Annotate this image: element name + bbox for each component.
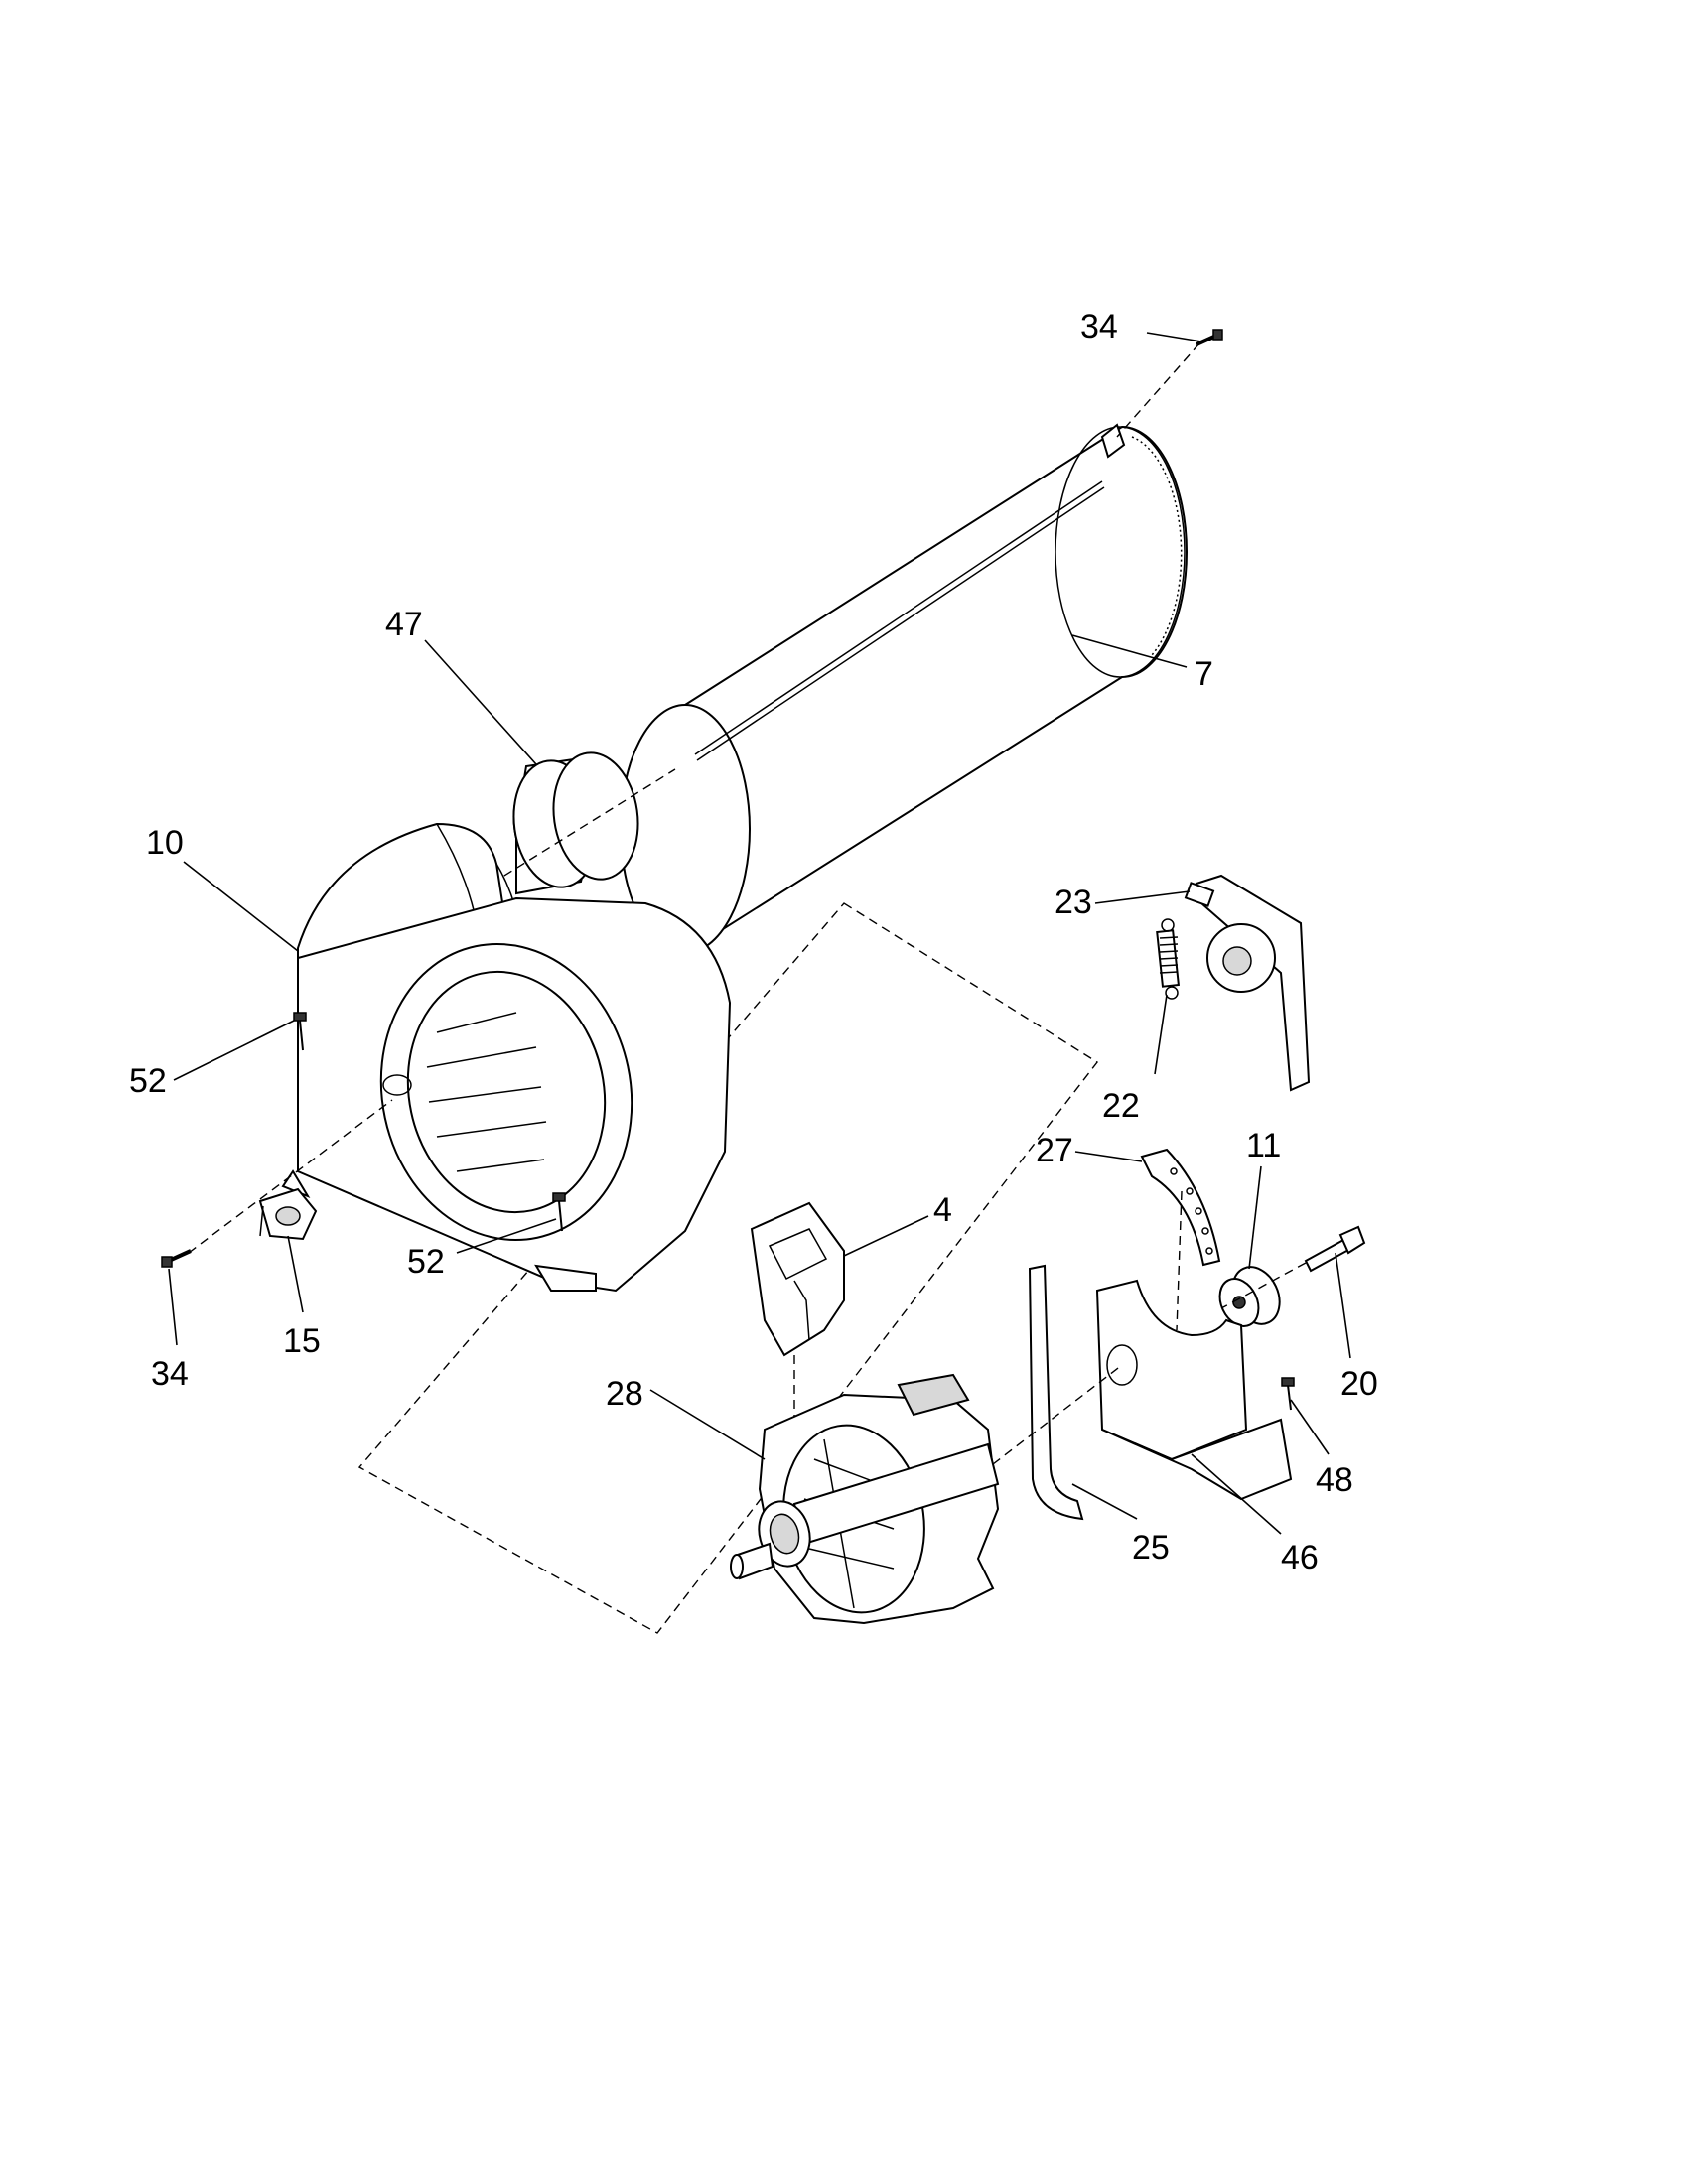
callout-28: 28	[606, 1375, 643, 1413]
part-34-screw-upper	[1196, 329, 1223, 346]
callout-47: 47	[385, 606, 423, 643]
part-10-blower-housing	[281, 822, 732, 1293]
callout-15: 15	[283, 1322, 321, 1360]
part-7-exhaust-duct	[620, 423, 1188, 955]
callout-27: 27	[1036, 1132, 1073, 1169]
callout-46: 46	[1281, 1539, 1319, 1576]
callout-52-lower: 52	[407, 1243, 445, 1281]
part-11-idler-pulley	[1218, 1266, 1281, 1327]
assembly-axis-motor	[992, 1364, 1123, 1465]
callout-20: 20	[1340, 1365, 1378, 1403]
callout-7: 7	[1195, 655, 1213, 693]
part-15-thermostat	[258, 1187, 318, 1241]
part-25-drive-belt	[1028, 1264, 1084, 1521]
part-48-screw	[1281, 1377, 1295, 1411]
callout-34-upper: 34	[1080, 308, 1118, 345]
part-47-duct-clamp-ring	[512, 751, 639, 895]
part-34-screw-lower	[161, 1249, 192, 1268]
callout-10: 10	[146, 824, 184, 862]
part-27-slotted-bracket	[1140, 1148, 1221, 1331]
assembly-axis-thermostat	[188, 1099, 393, 1254]
callout-48: 48	[1316, 1461, 1353, 1499]
part-20-shoulder-bolt	[1304, 1225, 1366, 1273]
mounting-plane-outline	[357, 902, 1099, 1634]
callout-22: 22	[1102, 1087, 1140, 1125]
leader-lines	[168, 332, 1351, 1535]
callout-11: 11	[1246, 1127, 1281, 1164]
assembly-axis-duct	[491, 768, 676, 885]
callout-25: 25	[1132, 1529, 1170, 1567]
assembly-axis-idler	[1220, 1262, 1307, 1309]
part-23-idler-arm	[1184, 874, 1311, 1092]
callout-52-upper: 52	[129, 1062, 167, 1100]
part-52-screw-lower	[552, 1192, 566, 1232]
callout-23: 23	[1055, 884, 1092, 921]
callout-34-lower: 34	[151, 1355, 189, 1393]
part-22-idler-spring	[1156, 918, 1180, 1000]
assembly-axis-duct-screw	[1116, 342, 1200, 438]
part-4-motor-mount-pad	[750, 1201, 845, 1357]
callout-4: 4	[933, 1191, 952, 1229]
part-52-screw-upper	[293, 1012, 307, 1051]
part-28-drive-motor	[730, 1373, 1000, 1625]
